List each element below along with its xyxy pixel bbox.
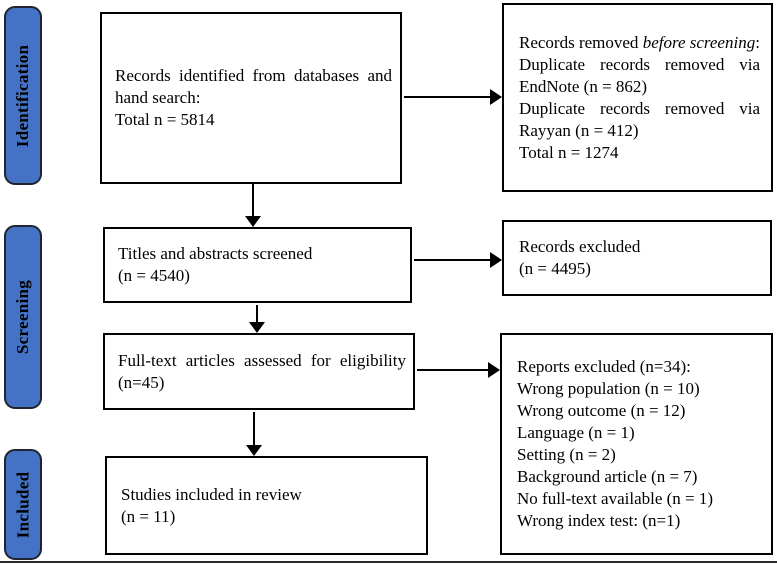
arrow-line-identified-to-screened <box>252 184 254 217</box>
stage-label-identification-text: Identification <box>13 44 32 147</box>
arrow-line-screened-to-fulltext <box>256 305 258 323</box>
box-text-line: hand search: <box>115 88 201 107</box>
box-text-line: Studies included in review <box>121 484 302 504</box>
stage-label-included-text: Included <box>13 471 32 538</box>
arrow-head-identified-to-screened <box>245 216 261 227</box>
box-text-line: (n = 4495) <box>519 259 591 278</box>
box-text-line: Wrong index test: (n=1) <box>517 511 681 530</box>
box-fulltext-assessed: Full-text articles assessed for eligibil… <box>103 333 415 410</box>
box-text-line: EndNote (n = 862) <box>519 76 648 96</box>
box-records-excluded: Records excluded (n = 4495) <box>502 220 772 296</box>
stage-label-included: Included <box>4 449 42 560</box>
arrow-line-identified-to-removed <box>404 96 491 98</box>
box-text-line: Duplicate records removed via <box>519 98 760 118</box>
arrow-head-fulltext-to-reports-excluded <box>488 362 500 378</box>
box-text-line: Language (n = 1) <box>517 423 635 442</box>
figure-bottom-border <box>0 561 777 563</box>
box-text-line: Wrong outcome (n = 12) <box>517 401 686 420</box>
stage-label-screening-text: Screening <box>13 279 33 355</box>
stage-label-identification: Identification <box>4 6 42 185</box>
box-text-line: Setting (n = 2) <box>517 445 616 464</box>
box-text-line: (n=45) <box>118 372 165 392</box>
box-text-line: Duplicate records removed via <box>519 54 760 74</box>
stage-label-screening: Screening <box>4 225 42 409</box>
box-text-line: Reports excluded (n=34): <box>517 357 691 376</box>
arrow-head-screened-to-fulltext <box>249 322 265 333</box>
box-text-line: (n = 11) <box>121 506 176 526</box>
box-text-line: Records removed before screening: <box>519 32 760 52</box>
arrow-line-fulltext-to-reports-excluded <box>417 369 488 371</box>
arrow-line-fulltext-to-included <box>253 412 255 445</box>
box-text-line: Wrong population (n = 10) <box>517 379 700 398</box>
box-records-removed-before-screening: Records removed before screening:Duplica… <box>502 3 773 192</box>
box-records-identified: Records identified from databases and han… <box>100 12 402 184</box>
arrow-line-screened-to-excluded <box>414 259 490 261</box>
box-titles-abstracts-screened: Titles and abstracts screened (n = 4540) <box>103 227 412 303</box>
box-text-line: Full-text articles assessed for eligibil… <box>118 350 406 370</box>
box-reports-excluded: Reports excluded (n=34): Wrong population… <box>500 333 773 555</box>
box-text-line: Records identified from databases and <box>115 66 392 85</box>
box-text-line: Total n = 5814 <box>115 110 215 129</box>
box-text-line: Rayyan (n = 412) <box>519 120 639 140</box>
arrow-head-fulltext-to-included <box>246 445 262 456</box>
arrow-head-identified-to-removed <box>490 89 502 105</box>
box-text-line: Records excluded <box>519 237 641 256</box>
arrow-head-screened-to-excluded <box>490 252 502 268</box>
box-text-line: (n = 4540) <box>118 266 190 285</box>
box-studies-included: Studies included in review(n = 11) <box>105 456 428 555</box>
box-text-line: Titles and abstracts screened <box>118 244 313 263</box>
box-text-line: Total n = 1274 <box>519 142 619 162</box>
box-text-line: Background article (n = 7) <box>517 467 698 486</box>
box-text-line: No full-text available (n = 1) <box>517 489 714 508</box>
